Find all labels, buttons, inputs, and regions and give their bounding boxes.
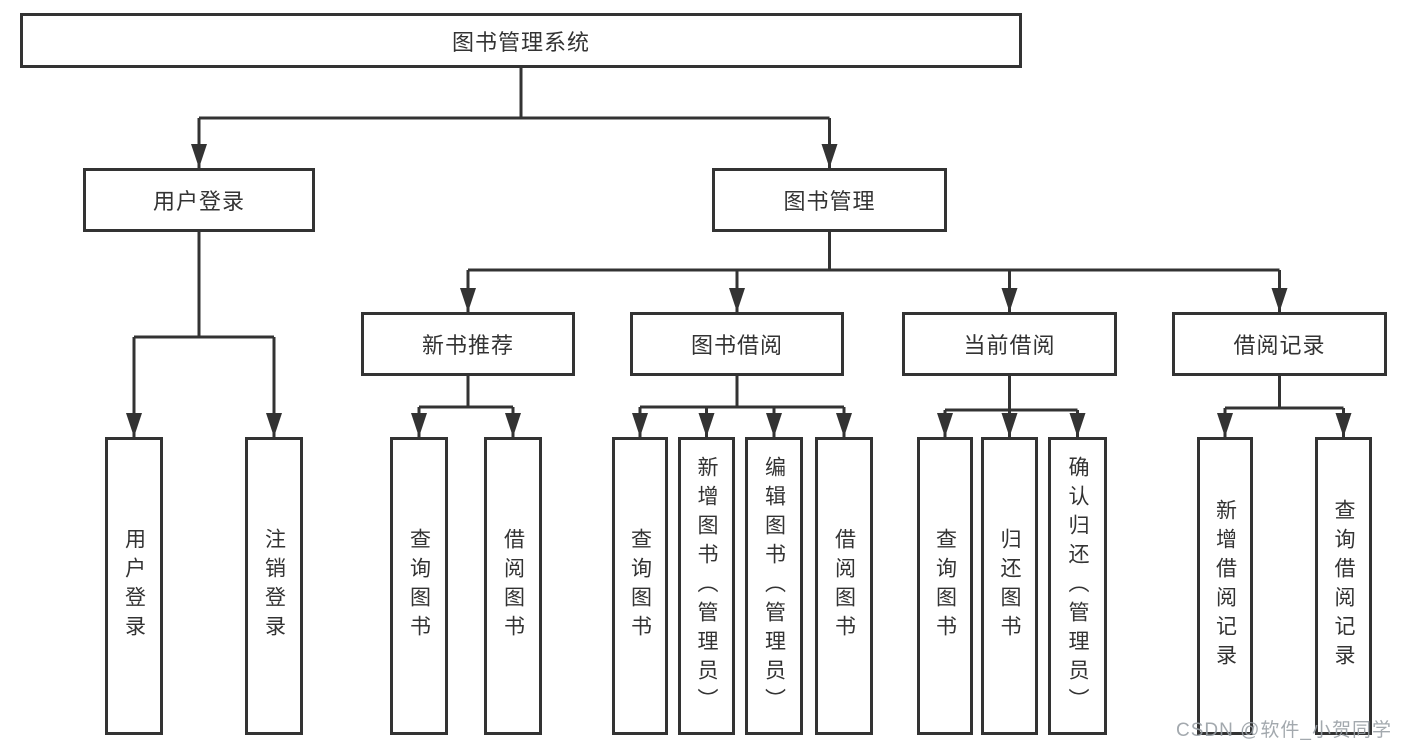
leaf-label: 注销登录: [262, 528, 286, 644]
leaf-label: 新增借阅记录: [1213, 499, 1237, 673]
leaf-label: 查询图书: [407, 528, 431, 644]
leaf-label: 借阅图书: [501, 528, 525, 644]
leaf-borrow-books-1: 借阅图书: [484, 437, 542, 735]
node-label: 用户登录: [152, 189, 245, 214]
leaf-return-book: 归还图书: [981, 437, 1038, 735]
leaf-query-books-1: 查询图书: [390, 437, 448, 735]
leaf-label: 借阅图书: [832, 528, 856, 644]
leaf-label: 编辑图书（管理员）: [762, 455, 786, 717]
leaf-query-books-2: 查询图书: [612, 437, 668, 735]
node-label: 图书管理: [783, 189, 876, 214]
leaf-confirm-return-admin: 确认归还（管理员）: [1048, 437, 1107, 735]
node-label: 新书推荐: [421, 333, 514, 358]
node-label: 图书借阅: [690, 333, 783, 358]
node-current-borrow: 当前借阅: [902, 312, 1117, 376]
node-borrow-records: 借阅记录: [1172, 312, 1387, 376]
leaf-user-login: 用户登录: [105, 437, 163, 735]
leaf-label: 查询图书: [933, 528, 957, 644]
node-label: 图书管理系统: [451, 29, 590, 55]
node-book-borrow: 图书借阅: [630, 312, 844, 376]
node-label: 借阅记录: [1233, 333, 1326, 358]
leaf-add-book-admin: 新增图书（管理员）: [678, 437, 735, 735]
leaf-logout: 注销登录: [245, 437, 303, 735]
node-new-book-recommend: 新书推荐: [361, 312, 575, 376]
leaf-borrow-books-2: 借阅图书: [815, 437, 873, 735]
leaf-label: 新增图书（管理员）: [695, 455, 718, 717]
leaf-label: 归还图书: [998, 528, 1021, 644]
csdn-watermark: CSDN @软件_小贺同学: [1176, 720, 1392, 741]
leaf-label: 用户登录: [122, 528, 146, 644]
node-root-system: 图书管理系统: [20, 13, 1022, 68]
leaf-edit-book-admin: 编辑图书（管理员）: [745, 437, 803, 735]
leaf-label: 查询图书: [628, 528, 652, 644]
node-book-management: 图书管理: [712, 168, 947, 232]
leaf-query-books-3: 查询图书: [917, 437, 973, 735]
node-user-login: 用户登录: [83, 168, 315, 232]
leaf-label: 确认归还（管理员）: [1066, 455, 1089, 717]
leaf-query-borrow-record: 查询借阅记录: [1315, 437, 1372, 735]
leaf-label: 查询借阅记录: [1332, 499, 1355, 673]
leaf-add-borrow-record: 新增借阅记录: [1197, 437, 1253, 735]
node-label: 当前借阅: [963, 333, 1056, 358]
